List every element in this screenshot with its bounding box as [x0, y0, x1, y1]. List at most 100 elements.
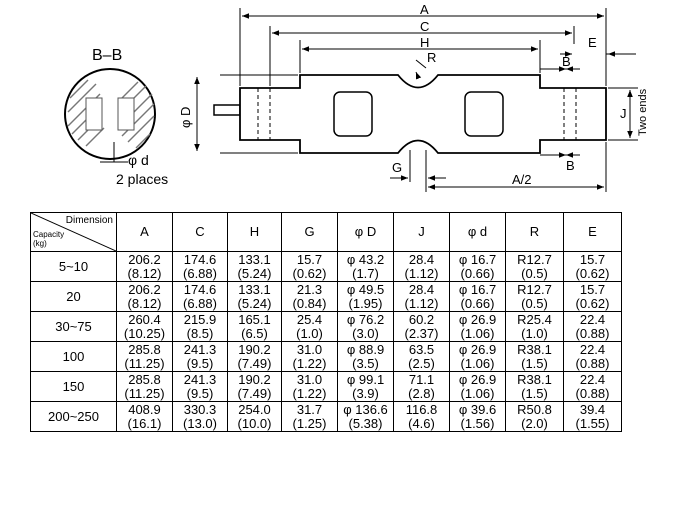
imperial-value: (5.24)	[237, 265, 272, 281]
value-cell: φ 26.9(1.06)	[449, 371, 506, 402]
value-cell: 190.2(7.49)	[227, 341, 282, 372]
imperial-value: (0.62)	[575, 295, 610, 311]
imperial-value: (2.5)	[408, 355, 435, 371]
column-header: A	[116, 212, 173, 252]
metric-value: 241.3	[183, 371, 217, 387]
imperial-value: (13.0)	[183, 415, 217, 431]
value-cell: R38.1(1.5)	[505, 341, 564, 372]
imperial-value: (5.24)	[237, 295, 272, 311]
value-cell: 31.7(1.25)	[281, 401, 338, 432]
imperial-value: (1.06)	[460, 385, 495, 401]
metric-value: 22.4	[579, 341, 606, 357]
metric-value: 31.0	[296, 341, 323, 357]
imperial-value: (0.62)	[575, 265, 610, 281]
metric-value: 165.1	[238, 311, 271, 327]
value-cell: 133.1(5.24)	[227, 251, 282, 282]
imperial-value: (0.84)	[292, 295, 327, 311]
column-header: φ D	[337, 212, 394, 252]
metric-value: φ 39.6	[458, 401, 497, 417]
value-cell: 31.0(1.22)	[281, 341, 338, 372]
value-cell: 22.4(0.88)	[563, 341, 622, 372]
imperial-value: (1.22)	[292, 355, 327, 371]
column-header: R	[505, 212, 564, 252]
metric-value: 190.2	[238, 341, 271, 357]
pocket-left	[333, 91, 373, 137]
value-cell: 22.4(0.88)	[563, 371, 622, 402]
metric-value: 174.6	[183, 281, 217, 297]
metric-value: φ 76.2	[346, 311, 385, 327]
value-cell: φ 26.9(1.06)	[449, 311, 506, 342]
value-cell: 28.4(1.12)	[393, 251, 450, 282]
capacity-cell: 200~250	[30, 401, 117, 432]
dim-label-b-bottom: B	[566, 158, 575, 173]
imperial-value: (2.0)	[521, 415, 548, 431]
metric-value: 15.7	[579, 281, 606, 297]
metric-value: 22.4	[579, 371, 606, 387]
value-cell: 285.8(11.25)	[116, 371, 173, 402]
value-cell: R12.7(0.5)	[505, 251, 564, 282]
imperial-value: (1.0)	[521, 325, 548, 341]
value-cell: φ 88.9(3.5)	[337, 341, 394, 372]
imperial-value: (1.06)	[460, 355, 495, 371]
metric-value: φ 26.9	[458, 341, 497, 357]
metric-value: φ 26.9	[458, 311, 497, 327]
metric-value: 116.8	[405, 401, 438, 417]
metric-value: φ 88.9	[346, 341, 385, 357]
value-cell: 25.4(1.0)	[281, 311, 338, 342]
value-cell: φ 26.9(1.06)	[449, 341, 506, 372]
imperial-value: (6.5)	[241, 325, 268, 341]
imperial-value: (1.25)	[292, 415, 327, 431]
imperial-value: (1.22)	[292, 385, 327, 401]
dimension-table: Dimension Capacity (kg) A C H G φ D J φ …	[30, 212, 622, 432]
value-cell: φ 99.1(3.9)	[337, 371, 394, 402]
column-header: φ d	[449, 212, 506, 252]
load-cell-body	[213, 74, 607, 154]
metric-value: 408.9	[128, 401, 161, 417]
imperial-value: (9.5)	[186, 385, 214, 401]
pocket-right	[464, 91, 504, 137]
metric-value: 174.6	[183, 251, 217, 267]
metric-value: φ 16.7	[458, 251, 497, 267]
imperial-value: (11.25)	[124, 355, 165, 371]
capacity-cell: 30~75	[30, 311, 117, 342]
section-hole-right	[117, 97, 135, 131]
section-title: B–B	[92, 47, 122, 64]
value-cell: 165.1(6.5)	[227, 311, 282, 342]
metric-value: 31.0	[296, 371, 323, 387]
dim-label-b-top: B	[562, 54, 571, 69]
metric-value: 190.2	[238, 371, 271, 387]
metric-value: φ 26.9	[458, 371, 497, 387]
section-hole-left	[85, 97, 103, 131]
metric-value: R38.1	[517, 371, 552, 387]
value-cell: 39.4(1.55)	[563, 401, 622, 432]
value-cell: 206.2(8.12)	[116, 281, 173, 312]
column-header: H	[227, 212, 282, 252]
section-note: 2 places	[116, 171, 168, 187]
value-cell: 63.5(2.5)	[393, 341, 450, 372]
metric-value: φ 49.5	[346, 281, 385, 297]
imperial-value: (10.0)	[237, 415, 272, 431]
imperial-value: (1.55)	[575, 415, 610, 431]
corner-diagonal	[31, 213, 116, 251]
metric-value: R50.8	[517, 401, 552, 417]
metric-value: 206.2	[128, 251, 161, 267]
column-header: J	[393, 212, 450, 252]
imperial-value: (1.0)	[296, 325, 323, 341]
metric-value: 28.4	[408, 281, 435, 297]
dim-label-c: C	[420, 19, 429, 34]
value-cell: 15.7(0.62)	[281, 251, 338, 282]
dim-label-j: J	[620, 106, 627, 121]
metric-value: 254.0	[238, 401, 271, 417]
value-cell: 408.9(16.1)	[116, 401, 173, 432]
imperial-value: (8.12)	[127, 295, 162, 311]
value-cell: 31.0(1.22)	[281, 371, 338, 402]
imperial-value: (8.12)	[127, 265, 162, 281]
column-header: G	[281, 212, 338, 252]
capacity-cell: 100	[30, 341, 117, 372]
imperial-value: (0.5)	[521, 295, 548, 311]
imperial-value: (9.5)	[186, 355, 214, 371]
value-cell: 21.3(0.84)	[281, 281, 338, 312]
